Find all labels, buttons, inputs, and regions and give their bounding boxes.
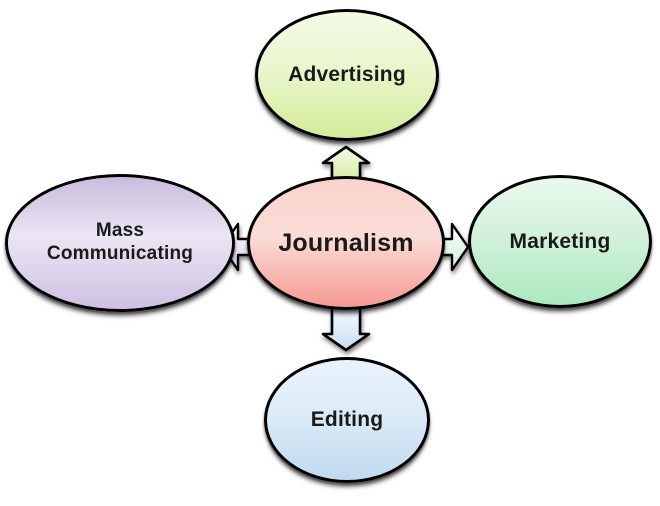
node-label-marketing: Marketing [509,229,611,253]
node-advertising: Advertising [255,9,439,141]
node-editing: Editing [264,357,430,483]
node-label-mass-communicating: Mass Communicating [46,220,194,264]
connector-arrow-up [321,145,371,181]
connector-arrow-down [321,306,371,352]
node-mass-communicating: Mass Communicating [5,174,235,312]
node-label-journalism: Journalism [278,229,414,257]
node-marketing: Marketing [468,175,652,308]
node-label-advertising: Advertising [288,63,406,87]
node-journalism: Journalism [247,176,445,310]
node-label-editing: Editing [310,408,384,432]
